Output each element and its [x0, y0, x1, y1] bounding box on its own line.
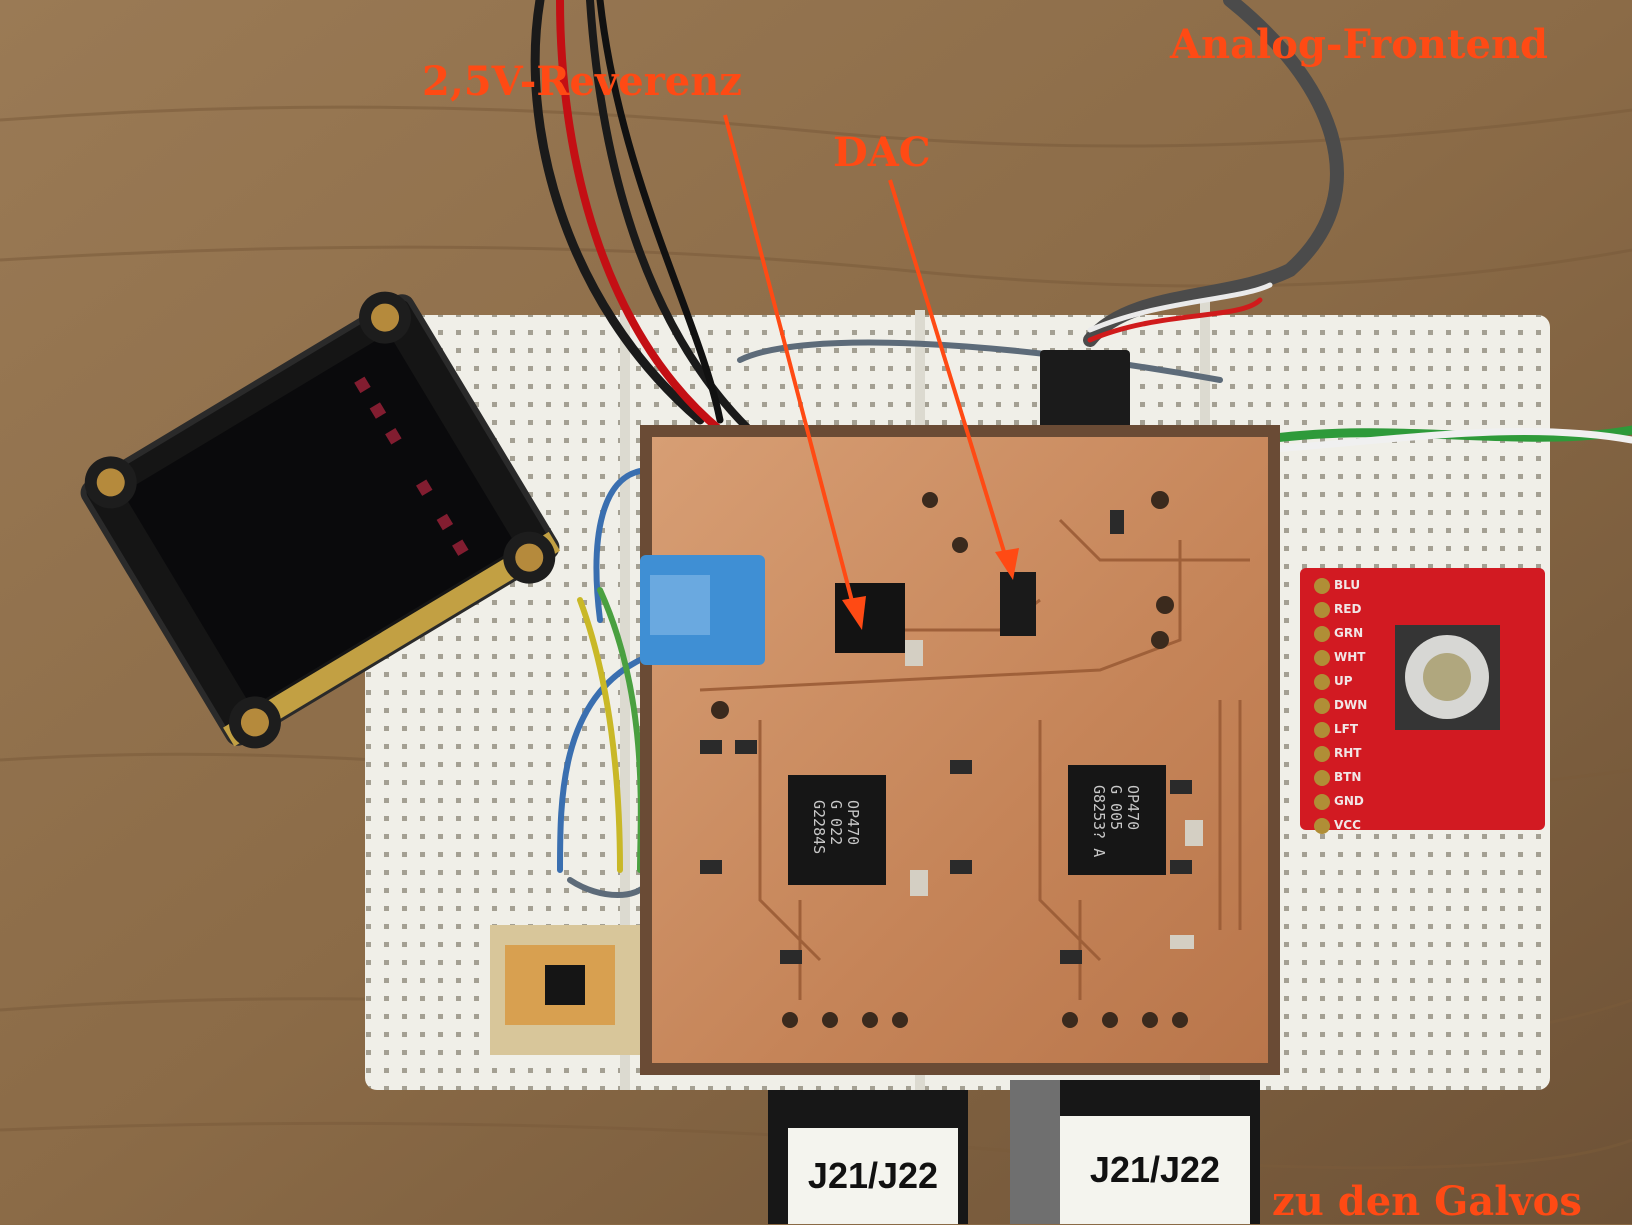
- pin-label: UP: [1334, 674, 1353, 688]
- pin-label: BLU: [1334, 578, 1361, 592]
- wire-bundle: [530, 0, 1632, 454]
- oled-display: [80, 291, 561, 749]
- breakout-board: [490, 925, 640, 1055]
- pin-label: LFT: [1334, 722, 1359, 736]
- dac-arrowhead: [995, 548, 1019, 580]
- label-frontend: Analog-Frontend: [1170, 21, 1548, 68]
- dac-chip: [1000, 572, 1036, 636]
- label-dac: DAC: [833, 129, 931, 176]
- joystick-board: [1300, 568, 1545, 834]
- cable-plug: [1040, 350, 1130, 430]
- pin-label: RED: [1334, 602, 1362, 616]
- pin-label: GND: [1334, 794, 1364, 808]
- label-reference: 2,5V-Reverenz: [422, 58, 743, 105]
- pin-label: RHT: [1334, 746, 1362, 760]
- connector-label-right: J21/J22: [1060, 1116, 1250, 1224]
- pin-label: WHT: [1334, 650, 1366, 664]
- pin-label: VCC: [1334, 818, 1361, 832]
- pcb: [640, 425, 1280, 1075]
- reference-arrow: [723, 114, 855, 606]
- pin-label: BTN: [1334, 770, 1362, 784]
- connector-label-left: J21/J22: [788, 1128, 958, 1224]
- opamp-left-marking: OP470 G 022 G2284S: [810, 800, 862, 855]
- label-galvos: zu den Galvos: [1272, 1178, 1582, 1225]
- annotation-arrows: [723, 114, 1019, 630]
- opamp-right-marking: OP470 G 005 G8253? A: [1090, 785, 1142, 858]
- trimmer-potentiometer: [640, 555, 765, 665]
- opamp-left: [788, 775, 886, 885]
- opamp-right: [1068, 765, 1166, 875]
- pin-label: GRN: [1334, 626, 1364, 640]
- dac-arrow: [888, 179, 1007, 556]
- pin-label: DWN: [1334, 698, 1368, 712]
- reference-chip: [835, 583, 905, 653]
- reference-arrowhead: [842, 596, 866, 630]
